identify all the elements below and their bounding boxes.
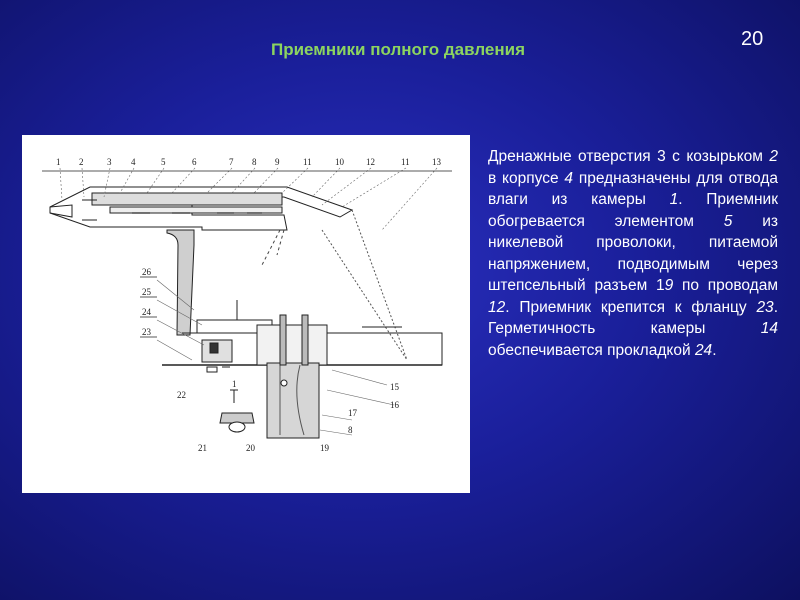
connector-19 xyxy=(266,362,320,439)
label-20: 20 xyxy=(246,443,256,453)
description-run: 1 xyxy=(669,191,679,208)
description-run: 14 xyxy=(760,320,778,337)
label-11b: 11 xyxy=(401,157,410,167)
label-2: 2 xyxy=(79,157,84,167)
drain-plug xyxy=(219,412,255,424)
page-number: 20 xyxy=(741,28,764,50)
description-run: по проводам xyxy=(673,277,778,294)
label-3: 3 xyxy=(107,157,112,167)
receiver-body xyxy=(49,186,354,231)
label-4: 4 xyxy=(131,157,136,167)
description-run: 5 xyxy=(723,212,733,230)
chamber-inner xyxy=(91,192,283,206)
description-run: Дренажные отверстия 3 с козырьком xyxy=(488,148,770,165)
label-6: 6 xyxy=(192,157,197,167)
label-12: 12 xyxy=(366,157,375,167)
description-run: из никелевой проволоки, питаемой напряже… xyxy=(488,212,778,295)
description-run: в корпусе xyxy=(488,169,565,187)
description-run: . Приемник обогревается элементом xyxy=(488,191,778,230)
description-run: 4 xyxy=(564,169,574,187)
description-text: Дренажные отверстия 3 с козырьком 2 в ко… xyxy=(488,146,778,361)
label-19: 19 xyxy=(320,443,330,453)
description-run: 23 xyxy=(756,298,774,316)
label-5: 5 xyxy=(161,157,166,167)
nose-tip xyxy=(49,204,73,218)
label-15: 15 xyxy=(390,382,400,392)
slide-title: Приемники полного давления xyxy=(0,40,800,60)
description-run: . Приемник крепится к фланцу xyxy=(505,298,757,316)
heating-element xyxy=(109,206,283,214)
label-10: 10 xyxy=(335,157,345,167)
description-run: . Герметичность камеры xyxy=(488,298,778,338)
description-run: 24 xyxy=(694,341,713,359)
slide-title-text: Приемники полного давления xyxy=(270,40,526,59)
label-26: 26 xyxy=(142,267,152,277)
label-9: 9 xyxy=(275,157,280,167)
label-8: 8 xyxy=(252,157,257,167)
label-22: 22 xyxy=(177,390,186,400)
label-1: 1 xyxy=(56,157,61,167)
description-run: обеспечивается прокладкой xyxy=(488,341,695,359)
description-run: . xyxy=(712,341,717,359)
label-small-1: 1 xyxy=(232,379,237,389)
label-25: 25 xyxy=(142,287,152,297)
strut xyxy=(166,229,195,336)
description-run: 12 xyxy=(488,298,506,316)
label-8b: 8 xyxy=(348,425,353,435)
description-run: предназначены для отвода влаги из камеры xyxy=(488,169,778,209)
label-17: 17 xyxy=(348,408,358,418)
label-23: 23 xyxy=(142,327,152,337)
label-16: 16 xyxy=(390,400,400,410)
pitot-tube-diagram: 1 2 3 4 5 6 7 8 9 11 10 12 11 13 26 25 2… xyxy=(22,135,470,493)
diagram-drawing: 1 2 3 4 5 6 7 8 9 11 10 12 11 13 26 25 2… xyxy=(42,157,452,453)
label-13: 13 xyxy=(432,157,442,167)
label-21: 21 xyxy=(198,443,207,453)
label-24: 24 xyxy=(142,307,152,317)
description-run: 9 xyxy=(664,277,674,294)
label-11a: 11 xyxy=(303,157,312,167)
description-run: 2 xyxy=(769,148,778,165)
label-7: 7 xyxy=(229,157,234,167)
